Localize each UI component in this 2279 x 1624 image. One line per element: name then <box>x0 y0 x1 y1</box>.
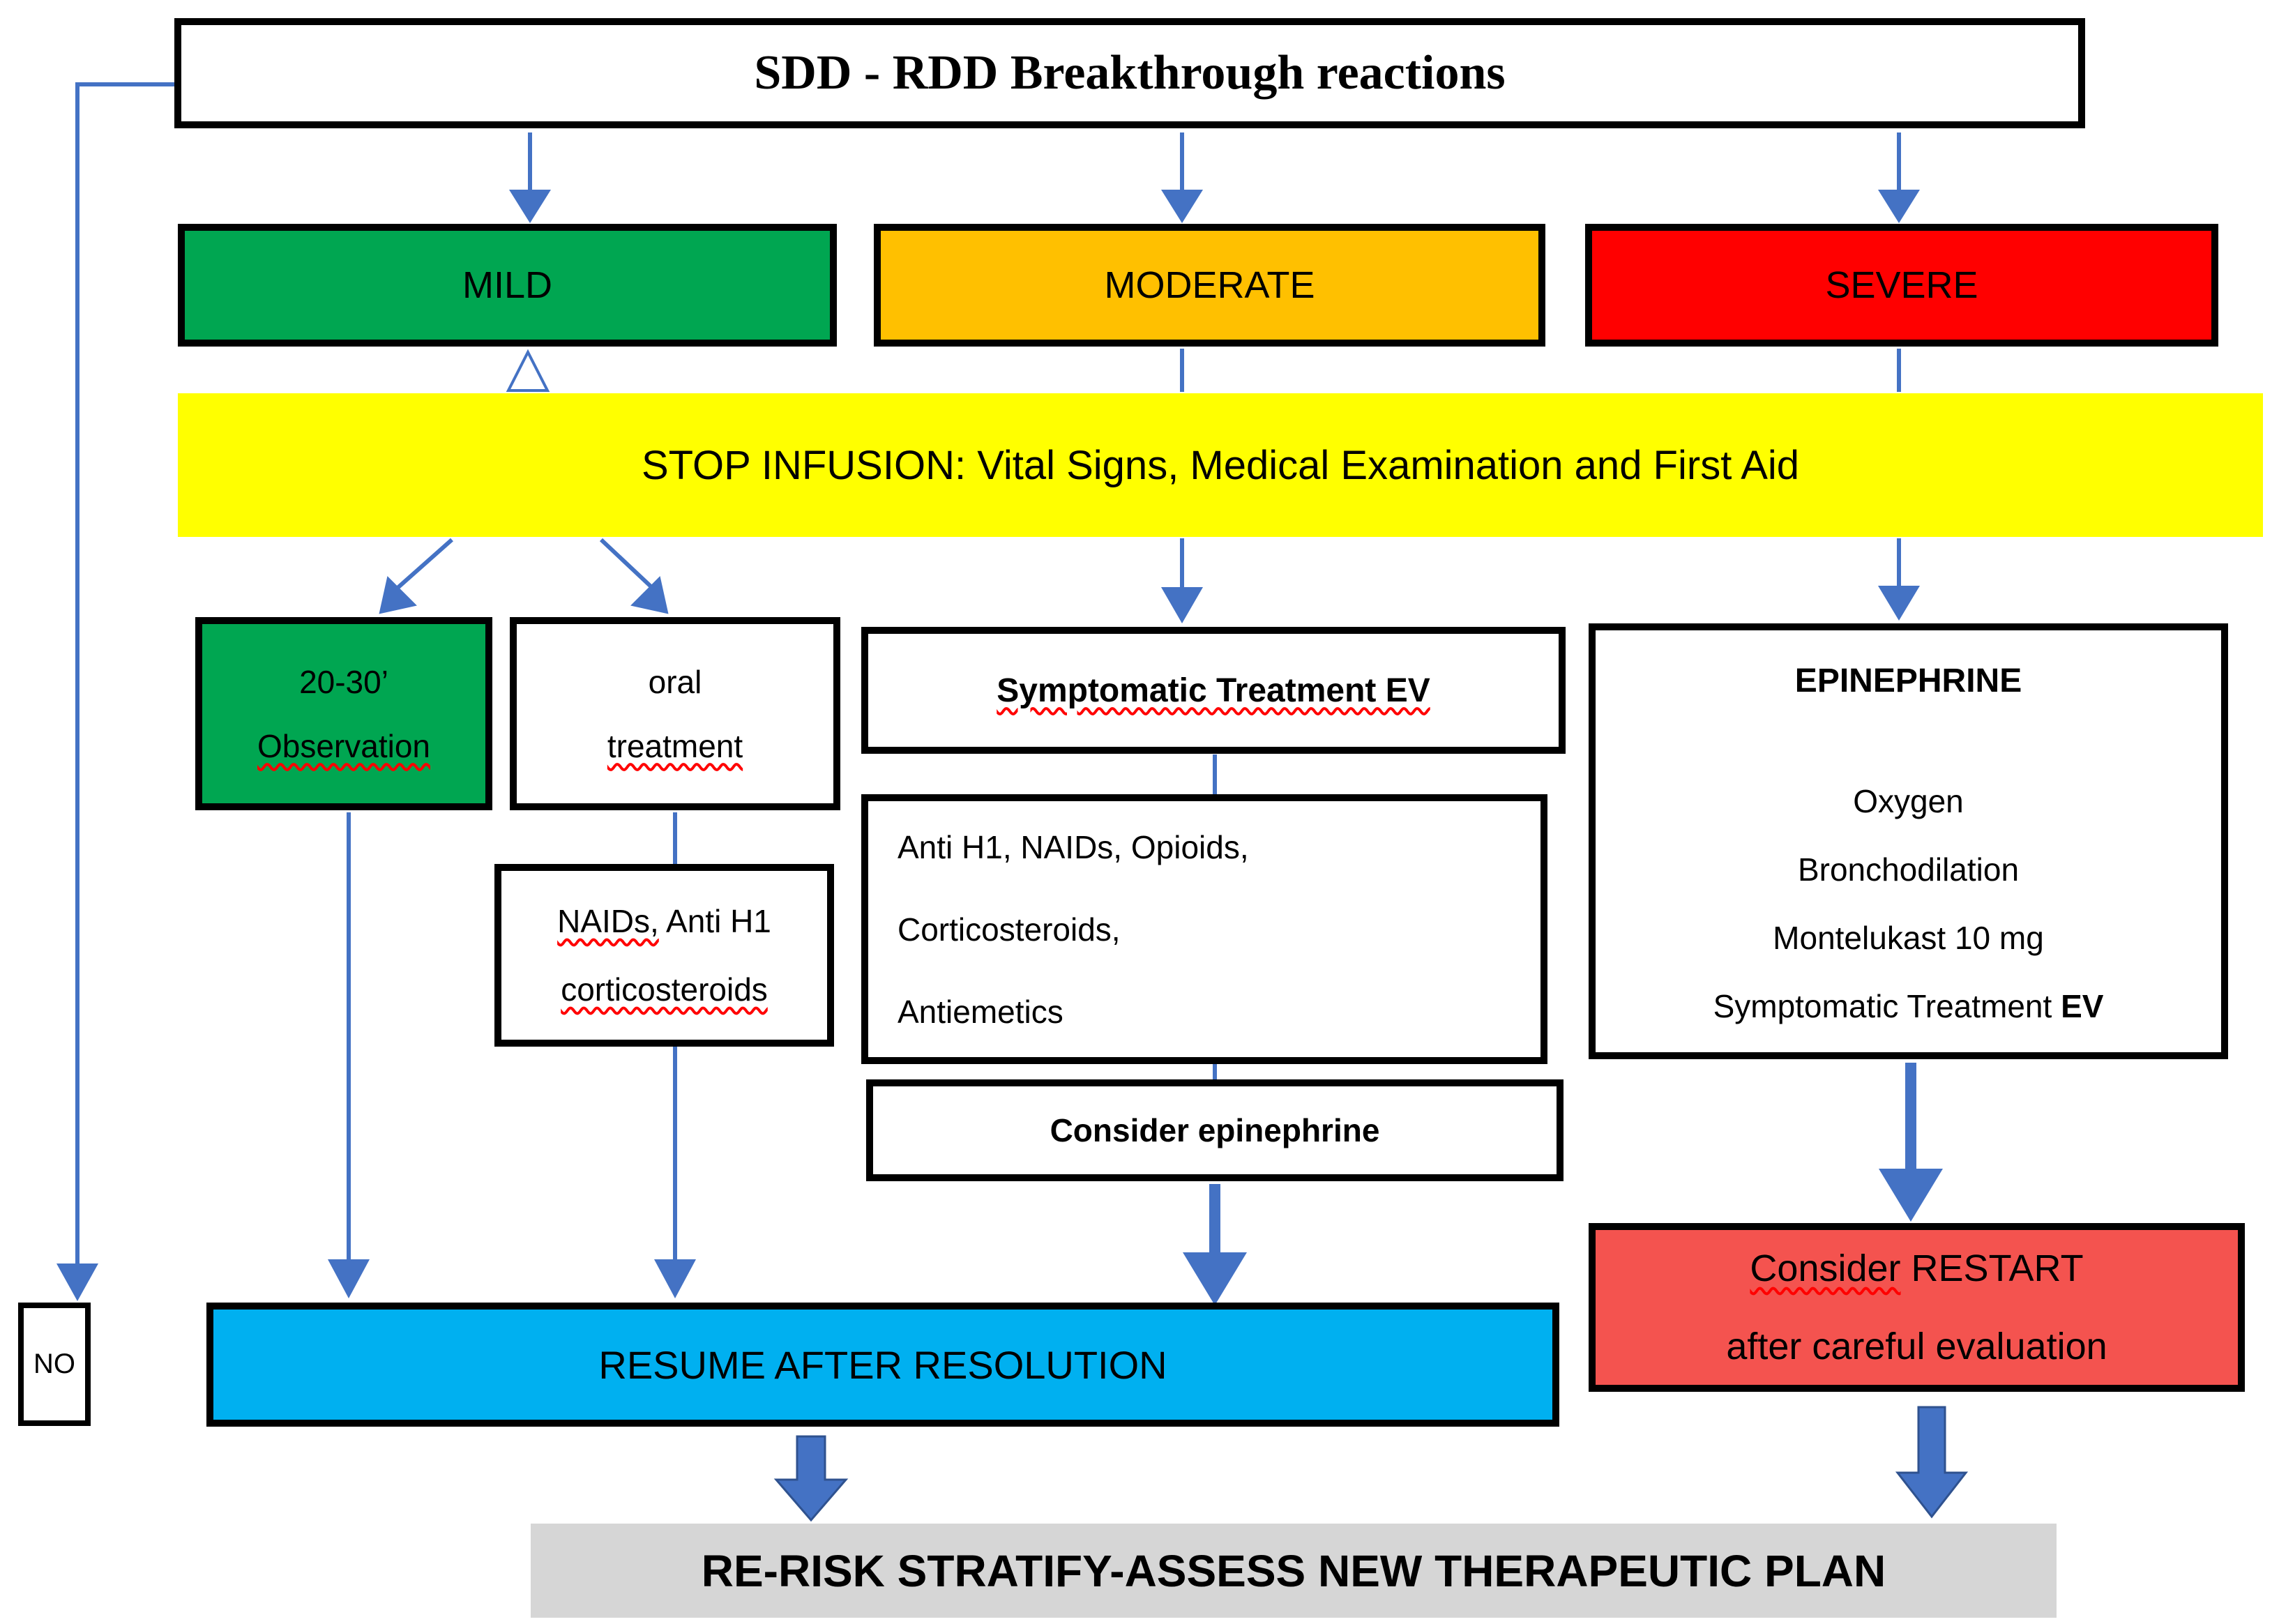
arrowhead-observation-resume <box>328 1259 370 1298</box>
epinephrine-box: EPINEPHRINE Oxygen Bronchodilation Monte… <box>1589 623 2228 1059</box>
severity-box-mild: MILD <box>178 224 837 347</box>
connector-stopbar-to-observation <box>389 538 453 596</box>
arrowhead-oral-resume <box>654 1259 696 1298</box>
restart-line1: Consider RESTART <box>1750 1229 2083 1307</box>
restart-line1-rest: RESTART <box>1900 1247 2084 1289</box>
oral-line1: oral <box>648 663 702 700</box>
epinephrine-line4: Symptomatic Treatment EV <box>1713 972 2104 1040</box>
naids-line2: corticosteroids <box>561 971 768 1008</box>
observation-box: 20-30’ Observation <box>195 617 492 810</box>
arrowhead-to-moderate <box>1161 190 1203 223</box>
arrowhead-to-mild <box>509 190 551 223</box>
page-title: SDD - RDD Breakthrough reactions <box>754 46 1506 100</box>
drugs-line2: Corticosteroids, <box>898 911 1121 948</box>
arrowhead-to-no <box>56 1263 98 1301</box>
epinephrine-line3: Montelukast 10 mg <box>1773 920 2044 956</box>
naids-line1-squiggle: NAIDs, <box>557 903 659 939</box>
arrowhead-to-epinephrine <box>1878 586 1920 621</box>
severity-mild-label: MILD <box>462 264 552 306</box>
moderate-drugs-text: Anti H1, NAIDs, Opioids, Corticosteroids… <box>898 806 1249 1053</box>
arrowhead-to-oral <box>630 576 669 614</box>
drugs-line3: Antiemetics <box>898 993 1063 1030</box>
naids-line1: NAIDs, Anti H1 <box>557 887 771 955</box>
stop-infusion-label: STOP INFUSION: Vital Signs, Medical Exam… <box>641 442 1800 488</box>
symptomatic-treatment-label: Symptomatic Treatment EV <box>997 671 1430 709</box>
arrowhead-consider-resume <box>1183 1252 1247 1305</box>
severity-moderate-label: MODERATE <box>1104 264 1315 306</box>
naids-line1-rest: Anti H1 <box>658 903 771 939</box>
naids-box: NAIDs, Anti H1 corticosteroids <box>494 864 834 1047</box>
arrowhead-to-severe <box>1878 190 1920 223</box>
observation-line1: 20-30’ <box>299 663 388 700</box>
no-box: NO <box>18 1303 91 1426</box>
block-arrow-restart-to-footer <box>1895 1406 1969 1519</box>
footer-label: RE-RISK STRATIFY-ASSESS NEW THERAPEUTIC … <box>701 1545 1886 1596</box>
oral-treatment-box: oral treatment <box>510 617 840 810</box>
resume-box: RESUME AFTER RESOLUTION <box>206 1303 1559 1427</box>
epinephrine-line2: Bronchodilation <box>1797 851 2020 888</box>
consider-restart-box: Consider RESTART after careful evaluatio… <box>1589 1223 2245 1392</box>
epinephrine-line1: Oxygen <box>1853 783 1964 819</box>
hollow-up-arrow-mild <box>506 349 550 392</box>
arrowhead-epinephrine-restart <box>1879 1169 1943 1222</box>
footer-bar: RE-RISK STRATIFY-ASSESS NEW THERAPEUTIC … <box>531 1524 2057 1618</box>
symptomatic-treatment-box: Symptomatic Treatment EV <box>861 627 1566 754</box>
moderate-drugs-box: Anti H1, NAIDs, Opioids, Corticosteroids… <box>861 794 1547 1064</box>
no-label: NO <box>33 1349 75 1379</box>
epinephrine-line4-bold: EV <box>2061 988 2104 1024</box>
observation-line2: Observation <box>257 727 430 764</box>
severity-box-moderate: MODERATE <box>874 224 1545 347</box>
connector-stopbar-to-oral <box>599 538 661 596</box>
consider-epinephrine-label: Consider epinephrine <box>1050 1112 1380 1148</box>
block-arrow-resume-to-footer <box>773 1435 849 1522</box>
connector-title-to-no <box>75 82 175 1269</box>
title-box: SDD - RDD Breakthrough reactions <box>174 18 2085 128</box>
resume-label: RESUME AFTER RESOLUTION <box>598 1342 1167 1387</box>
restart-line2: after careful evaluation <box>1726 1326 2107 1367</box>
epinephrine-title: EPINEPHRINE <box>1794 662 2022 699</box>
severity-severe-label: SEVERE <box>1825 264 1978 306</box>
oral-line2: treatment <box>607 727 743 764</box>
drugs-line1: Anti H1, NAIDs, Opioids, <box>898 828 1249 865</box>
stop-infusion-bar: STOP INFUSION: Vital Signs, Medical Exam… <box>178 393 2263 537</box>
arrowhead-to-observation <box>379 576 417 614</box>
arrowhead-to-symptomatic <box>1161 587 1203 623</box>
epinephrine-line4-prefix: Symptomatic Treatment <box>1713 988 2061 1024</box>
consider-epinephrine-box: Consider epinephrine <box>866 1079 1563 1181</box>
severity-box-severe: SEVERE <box>1585 224 2218 347</box>
restart-line1-squiggle: Consider <box>1750 1247 1901 1289</box>
